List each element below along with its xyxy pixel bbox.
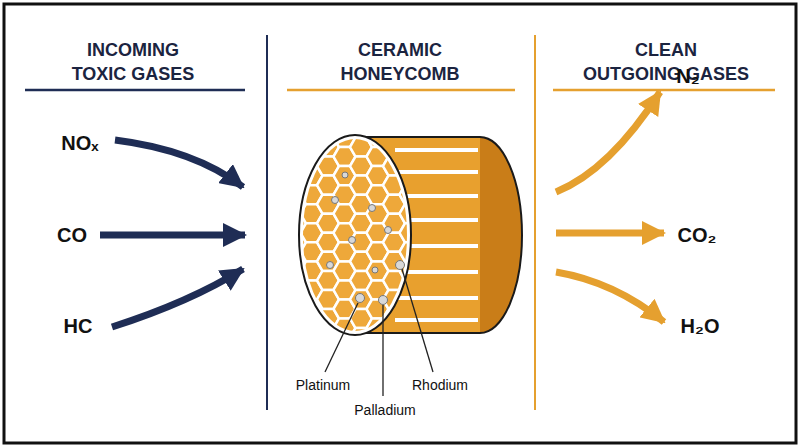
outgoing-arrows xyxy=(556,92,664,322)
divider xyxy=(266,35,268,410)
gas-arrow xyxy=(112,269,243,327)
column-heading: CERAMIC HONEYCOMB xyxy=(340,38,459,87)
heading-rule xyxy=(287,89,515,92)
honeycomb-cylinder xyxy=(284,119,522,395)
gas-label: HC xyxy=(64,315,93,338)
divider xyxy=(534,35,536,410)
column-heading: INCOMING TOXIC GASES xyxy=(72,38,195,87)
frame xyxy=(4,4,796,443)
heading-rule xyxy=(553,89,775,92)
gas-arrow xyxy=(556,230,664,237)
gas-label: H₂O xyxy=(681,315,720,338)
gas-label: CO xyxy=(57,224,87,247)
gas-arrow xyxy=(115,140,243,187)
gas-label: N₂ xyxy=(676,65,699,88)
gas-arrow xyxy=(100,232,245,239)
gas-label: CO₂ xyxy=(678,224,717,247)
gas-arrow xyxy=(556,92,660,192)
part-label: Platinum xyxy=(294,377,352,393)
metal-particles xyxy=(327,172,405,305)
part-label: Rhodium xyxy=(410,377,470,393)
gas-arrow xyxy=(556,272,664,322)
honeycomb-cells xyxy=(284,119,488,395)
gas-label: NOₓ xyxy=(61,132,98,155)
part-label: Palladium xyxy=(352,402,417,418)
heading-rule xyxy=(25,89,245,92)
incoming-arrows xyxy=(100,140,245,327)
column-heading: CLEAN OUTGOING GASES xyxy=(583,38,749,87)
